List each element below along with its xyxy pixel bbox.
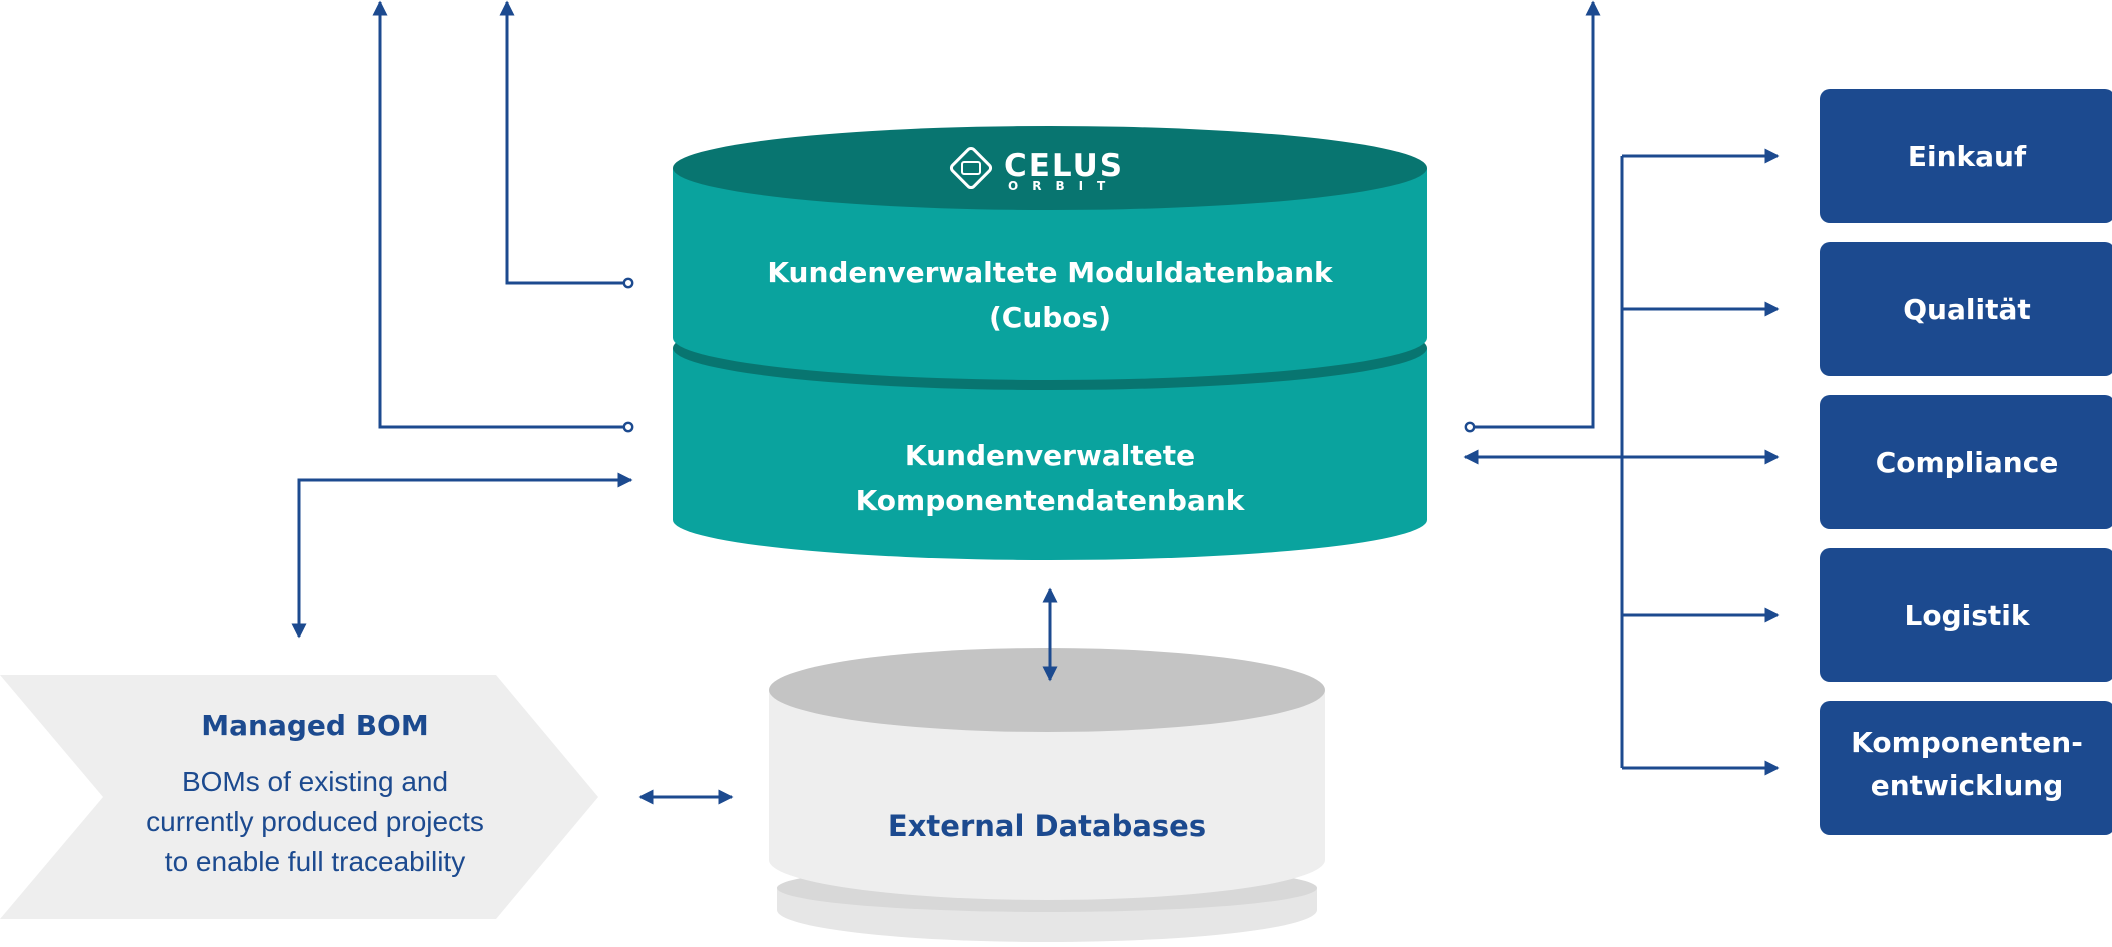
- department-label: Einkauf: [1908, 140, 2027, 173]
- department-label: Logistik: [1905, 599, 2031, 632]
- managed-bom-desc-line3: to enable full traceability: [165, 846, 465, 877]
- logo-sub-text: ORBIT: [1008, 179, 1119, 193]
- department-label: Compliance: [1876, 446, 2059, 479]
- external-databases-label: External Databases: [888, 809, 1206, 843]
- component-db-label-line1: Kundenverwaltete: [905, 439, 1195, 472]
- customer-database-cylinder: [673, 126, 1427, 560]
- connector-component-db-up: [372, 0, 634, 433]
- managed-bom-title: Managed BOM: [201, 709, 428, 742]
- logo-brand-text: CELUS: [1004, 148, 1124, 184]
- managed-bom-desc-line1: BOMs of existing and: [182, 766, 448, 797]
- connector-db-managed-bom: [291, 472, 633, 639]
- department-label-line2: entwicklung: [1871, 769, 2064, 802]
- connector-right-up: [1464, 0, 1601, 433]
- department-einkauf: Einkauf: [1820, 89, 2112, 223]
- module-db-label-line1: Kundenverwaltete Moduldatenbank: [767, 256, 1334, 289]
- managed-bom-chevron: [0, 675, 598, 919]
- department-qualitaet: Qualität: [1820, 242, 2112, 376]
- department-label-line1: Komponenten-: [1851, 726, 2083, 759]
- department-komponentenentwicklung: Komponenten- entwicklung: [1820, 701, 2112, 835]
- department-label: Qualität: [1903, 293, 2031, 326]
- department-logistik: Logistik: [1820, 548, 2112, 682]
- logo-mark-icon: [949, 146, 993, 190]
- managed-bom-desc-line2: currently produced projects: [146, 806, 484, 837]
- department-compliance: Compliance: [1820, 395, 2112, 529]
- module-db-label-line2: (Cubos): [989, 301, 1111, 334]
- celus-orbit-logo: CELUS ORBIT: [949, 146, 1124, 193]
- connector-module-db-up: [499, 0, 634, 289]
- external-databases-cylinder: [769, 648, 1325, 942]
- component-db-label-line2: Komponentendatenbank: [856, 484, 1246, 517]
